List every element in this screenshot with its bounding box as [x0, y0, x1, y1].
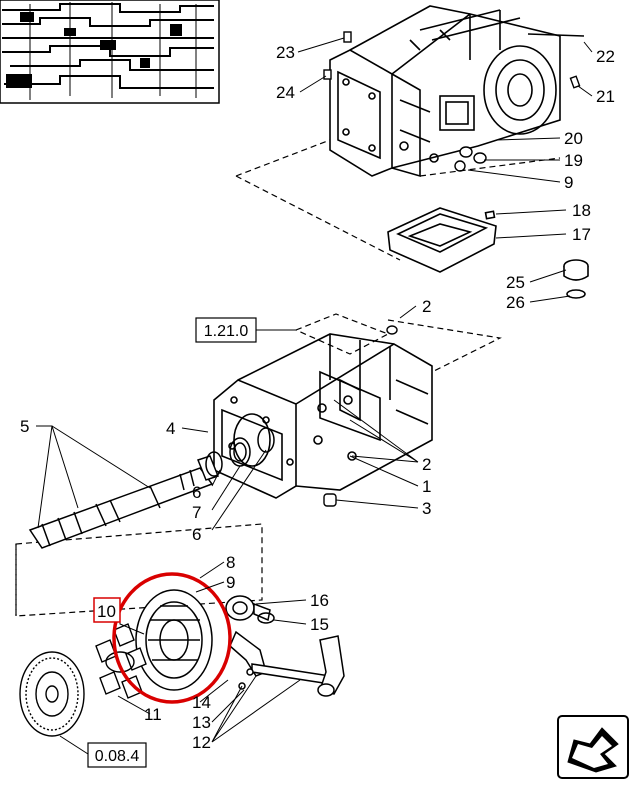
reference-box-top[interactable]: 1.21.0 — [195, 317, 257, 343]
callout-17: 17 — [572, 225, 591, 244]
assembly-dashed-lines — [15, 139, 561, 617]
callout-2: 2 — [422, 455, 431, 474]
callout-9: 9 — [564, 173, 573, 192]
callout-26: 26 — [506, 293, 525, 312]
callout-15: 15 — [310, 615, 329, 634]
highlight-circle — [112, 572, 232, 704]
bearings — [205, 427, 275, 477]
callout-3: 3 — [422, 499, 431, 518]
callout-21: 21 — [596, 87, 615, 106]
oil-pan — [387, 207, 497, 273]
rear-housing — [329, 5, 561, 178]
callout-19: 19 — [564, 151, 583, 170]
release-fork — [229, 630, 345, 697]
callout-box-10 — [93, 597, 121, 623]
svg-text:0.08.4: 0.08.4 — [95, 748, 140, 765]
callout-12: 12 — [192, 733, 211, 752]
next-page-arrow-icon[interactable] — [557, 715, 629, 779]
callout-14: 14 — [192, 693, 211, 712]
release-bearing — [225, 595, 275, 624]
plug-and-washer — [563, 259, 589, 299]
callout-16: 16 — [310, 591, 329, 610]
callout-5: 5 — [20, 417, 29, 436]
callout-22: 22 — [596, 47, 615, 66]
callout-7: 7 — [192, 503, 201, 522]
input-shaft — [28, 455, 219, 549]
flywheel — [19, 651, 85, 737]
callout-13: 13 — [192, 713, 211, 732]
clutch-disc — [95, 623, 147, 699]
callout-2: 2 — [422, 297, 431, 316]
svg-text:1.21.0: 1.21.0 — [204, 323, 249, 340]
callout-20: 20 — [564, 129, 583, 148]
clutch-cover — [135, 589, 213, 691]
housing-bolts — [323, 31, 585, 172]
reference-box-bottom[interactable]: 0.08.4 — [87, 742, 147, 768]
gearbox-parts — [323, 325, 398, 507]
leader-lines — [36, 37, 593, 755]
callout-1: 1 — [422, 477, 431, 496]
callout-10: 10 — [97, 602, 116, 621]
callout-9: 9 — [226, 573, 235, 592]
callout-labels: 23 22 24 21 20 19 9 18 17 25 26 2 5 4 2 … — [20, 43, 615, 752]
callout-23: 23 — [276, 43, 295, 62]
gearbox-housing — [213, 333, 433, 499]
callout-24: 24 — [276, 83, 295, 102]
callout-8: 8 — [226, 553, 235, 572]
callout-25: 25 — [506, 273, 525, 292]
callout-6: 6 — [192, 525, 201, 544]
callout-6: 6 — [192, 483, 201, 502]
callout-11: 11 — [144, 705, 162, 724]
callout-18: 18 — [572, 201, 591, 220]
inset-thumbnail[interactable] — [0, 0, 220, 104]
callout-4: 4 — [166, 419, 175, 438]
